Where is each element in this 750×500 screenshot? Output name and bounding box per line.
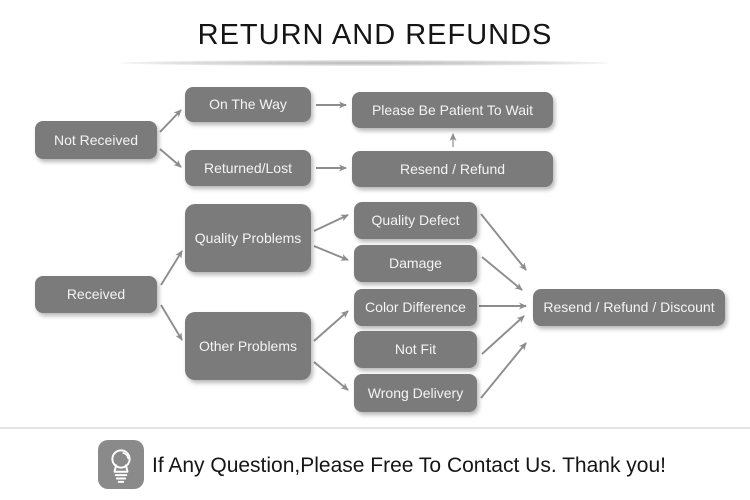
node-wrong-delivery: Wrong Delivery bbox=[354, 374, 477, 412]
arrow-quality-problems-to-damage bbox=[313, 245, 349, 261]
arrow-received-to-other-problems bbox=[160, 304, 183, 341]
arrow-quality-defect-to-resend-refund-discount bbox=[480, 213, 527, 271]
node-resend-refund: Resend / Refund bbox=[352, 151, 553, 187]
title-divider bbox=[120, 60, 610, 66]
node-returned-lost: Returned/Lost bbox=[185, 150, 311, 186]
node-quality-defect: Quality Defect bbox=[354, 202, 477, 239]
node-quality-problems: Quality Problems bbox=[185, 204, 311, 272]
arrow-not-fit-to-resend-refund-discount bbox=[481, 315, 525, 355]
node-not-received: Not Received bbox=[35, 121, 157, 159]
arrow-not-received-to-on-the-way bbox=[159, 109, 182, 133]
node-resend-refund-discount: Resend / Refund / Discount bbox=[533, 289, 725, 326]
node-not-fit: Not Fit bbox=[354, 331, 477, 368]
footer: If Any Question,Please Free To Contact U… bbox=[0, 427, 750, 500]
arrow-damage-to-resend-refund-discount bbox=[481, 256, 523, 291]
node-received: Received bbox=[35, 276, 157, 313]
arrow-wrong-delivery-to-resend-refund-discount bbox=[480, 342, 527, 399]
node-please-be-patient-to-wait: Please Be Patient To Wait bbox=[352, 92, 553, 128]
footer-text: If Any Question,Please Free To Contact U… bbox=[152, 453, 666, 477]
node-on-the-way: On The Way bbox=[185, 87, 311, 122]
node-other-problems: Other Problems bbox=[185, 312, 311, 380]
light-bulb-icon bbox=[111, 448, 131, 483]
node-color-difference: Color Difference bbox=[354, 289, 477, 326]
arrow-other-problems-to-color-difference bbox=[313, 310, 349, 342]
node-damage: Damage bbox=[354, 245, 477, 282]
arrow-other-problems-to-wrong-delivery bbox=[313, 361, 349, 391]
arrow-not-received-to-returned-lost bbox=[159, 148, 182, 168]
light-bulb-badge bbox=[98, 440, 144, 489]
arrow-received-to-quality-problems bbox=[160, 250, 183, 286]
arrow-quality-problems-to-quality-defect bbox=[313, 214, 349, 232]
page-title: RETURN AND REFUNDS bbox=[197, 19, 553, 51]
